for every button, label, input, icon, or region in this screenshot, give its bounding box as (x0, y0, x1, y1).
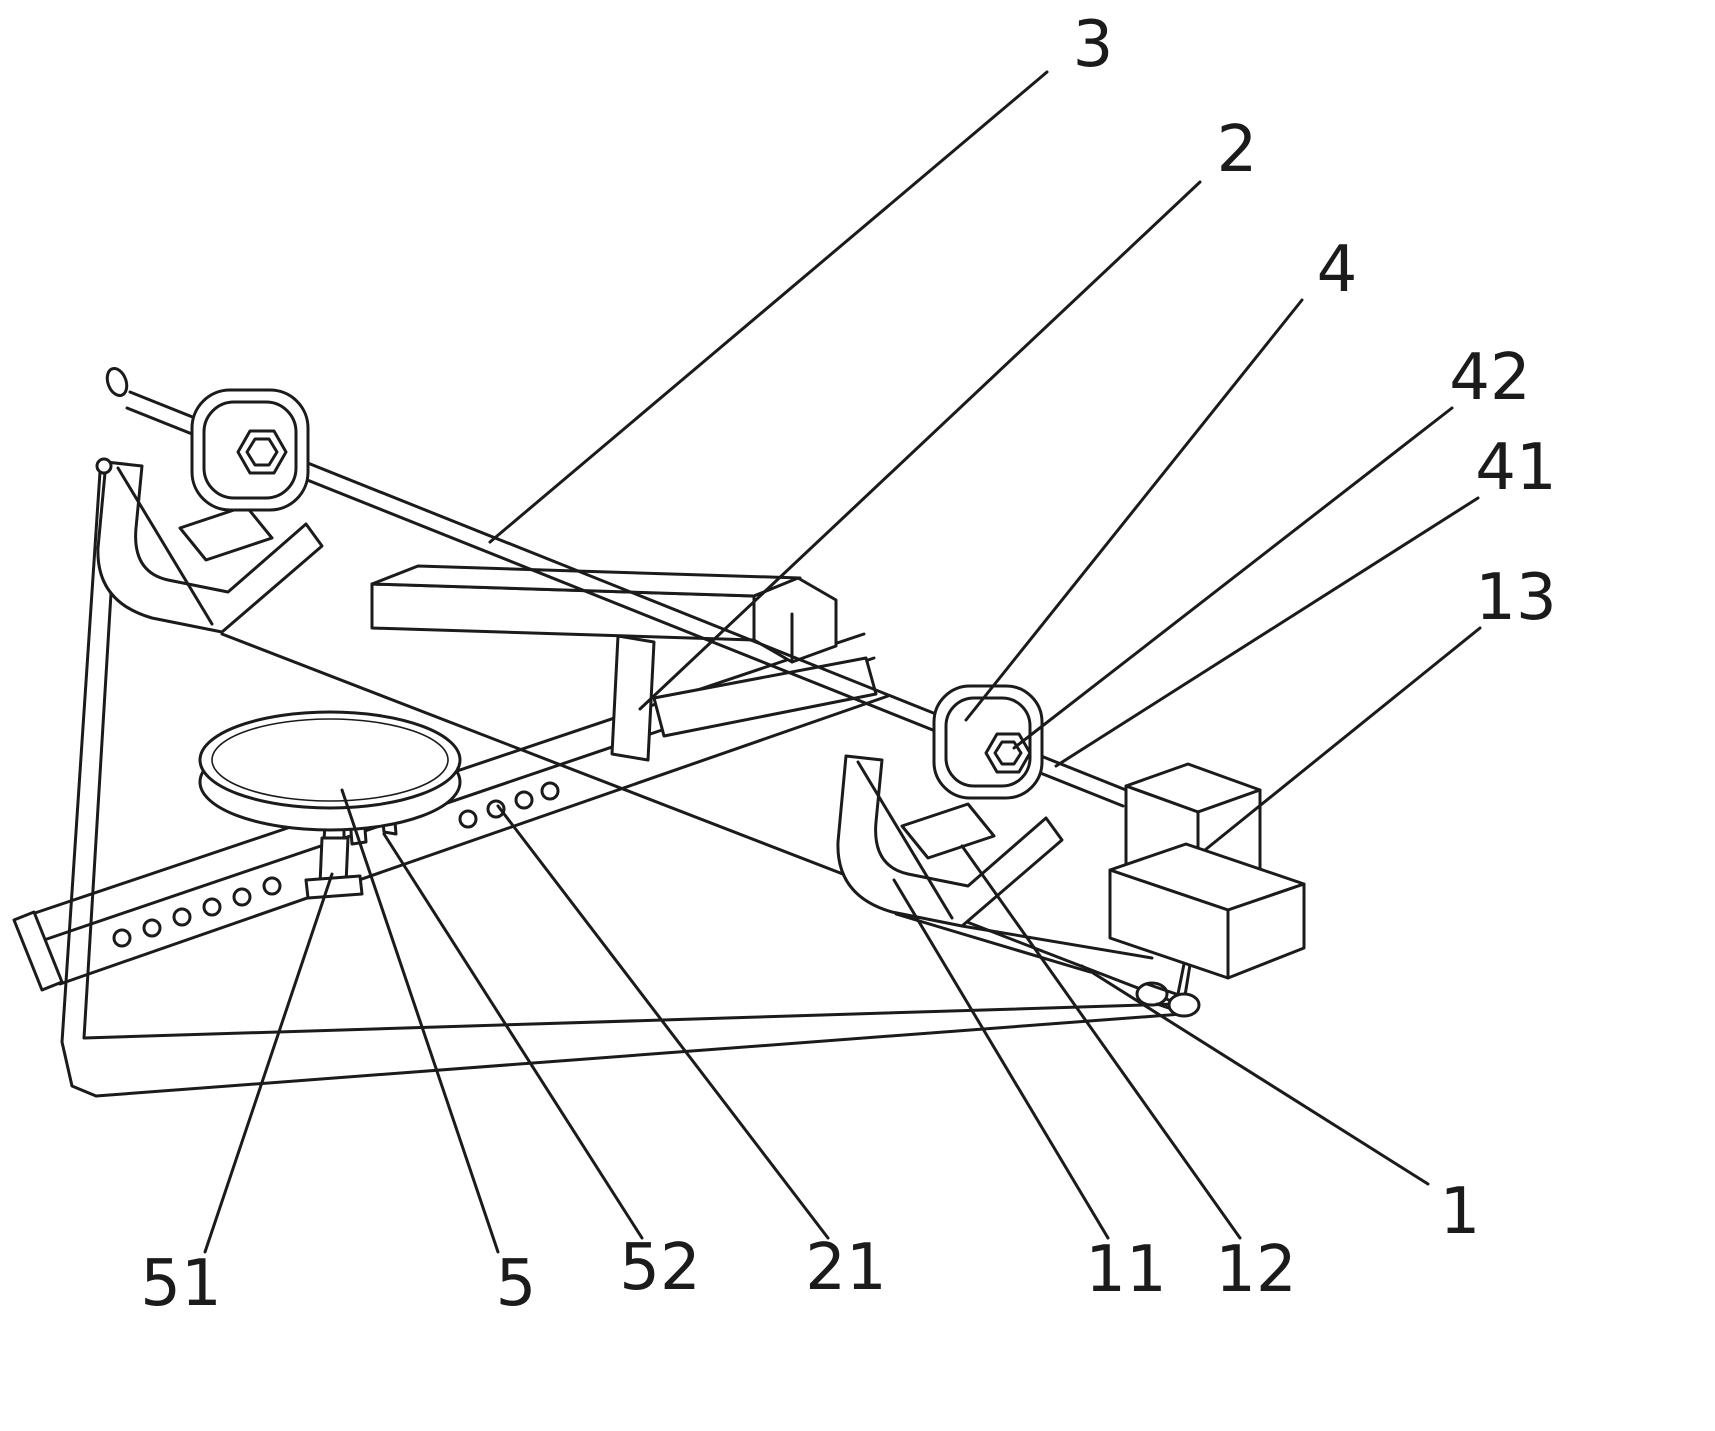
callout-41: 41 (1054, 431, 1557, 768)
adjustment-hole (458, 809, 478, 829)
part-number-42: 42 (1449, 341, 1530, 415)
right-bearing-collar-inner (944, 696, 1032, 788)
adjustment-hole (232, 887, 252, 907)
roller-pin-front (1167, 992, 1201, 1018)
callout-3: 3 (488, 8, 1114, 544)
right-hex-nut-inner (993, 740, 1023, 766)
adjustment-hole (142, 918, 162, 938)
left-clamp-assembly (95, 366, 324, 634)
left-bracket-gusset (116, 466, 214, 626)
lower-box-side (1226, 882, 1306, 980)
left-bearing-collar-inner (202, 400, 298, 500)
frame-rear-rail (220, 632, 1176, 1004)
callout-12: 12 (960, 844, 1297, 1307)
part-number-11: 11 (1085, 1233, 1166, 1307)
part-number-13: 13 (1475, 561, 1556, 635)
support-post (610, 634, 656, 762)
leader-line-5 (340, 788, 500, 1254)
adjustment-hole (514, 790, 534, 810)
beam-end-cap (12, 910, 64, 992)
part-number-12: 12 (1215, 1233, 1296, 1307)
roller-pin-top (1145, 982, 1181, 997)
callout-21: 21 (496, 804, 887, 1305)
disc-assembly (198, 710, 462, 900)
adjustment-hole (262, 876, 282, 896)
leader-line-2 (638, 180, 1202, 711)
disc-bracket-foot (304, 874, 364, 900)
adjustment-hole (202, 897, 222, 917)
leader-line-1 (1080, 964, 1430, 1186)
adjustment-hole (540, 781, 560, 801)
adjustment-hole (486, 799, 506, 819)
callout-1: 1 (1080, 964, 1481, 1249)
leader-line-21 (496, 804, 830, 1240)
part-number-3: 3 (1073, 8, 1114, 82)
part-number-4: 4 (1317, 233, 1358, 307)
adjustment-hole (112, 928, 132, 948)
callout-51: 51 (140, 872, 334, 1321)
right-plate (900, 802, 996, 860)
beam-bottom-edge (58, 694, 890, 986)
lower-beam (652, 656, 878, 738)
leader-line-4 (964, 298, 1304, 722)
leader-line-51 (203, 872, 334, 1254)
part-number-51: 51 (140, 1247, 221, 1321)
callout-42: 42 (1012, 341, 1531, 750)
callout-2: 2 (638, 113, 1258, 711)
part-number-21: 21 (805, 1231, 886, 1305)
part-number-5: 5 (496, 1247, 537, 1321)
right-clamp-assembly (836, 684, 1154, 974)
right-bearing-collar (932, 684, 1044, 800)
right-bracket-gusset (856, 760, 954, 920)
right-support-line-b (894, 912, 1092, 974)
right-support-line-a (960, 924, 1154, 960)
callout-5: 5 (340, 788, 537, 1321)
disc-top (198, 710, 462, 810)
left-hex-nut-inner (245, 437, 279, 467)
part-number-52: 52 (619, 1231, 700, 1305)
right-bracket (836, 754, 1064, 928)
left-bracket (96, 460, 324, 634)
left-plate (178, 504, 274, 562)
adjustment-hole (172, 907, 192, 927)
leader-line-12 (960, 844, 1242, 1240)
part-number-2: 2 (1217, 113, 1258, 187)
part-number-41: 41 (1475, 431, 1556, 505)
callout-13: 13 (1203, 561, 1557, 852)
leader-line-42 (1012, 406, 1454, 750)
drive-box-assembly (1108, 762, 1306, 1018)
cross-beam (370, 564, 878, 762)
callout-11: 11 (892, 878, 1167, 1307)
leader-line-41 (1054, 496, 1480, 768)
callout-52: 52 (382, 832, 701, 1305)
leader-line-3 (488, 70, 1049, 544)
left-hex-nut (236, 429, 288, 475)
callout-4: 4 (964, 233, 1358, 722)
leader-line-11 (892, 878, 1110, 1240)
disc-inner-ring (211, 718, 449, 802)
part-number-1: 1 (1440, 1175, 1481, 1249)
leader-line-13 (1203, 626, 1482, 852)
frame-inner-edge (82, 476, 1190, 1040)
leader-line-52 (382, 832, 644, 1240)
shaft-end-pin (105, 366, 129, 398)
left-pivot-pin (95, 457, 113, 475)
